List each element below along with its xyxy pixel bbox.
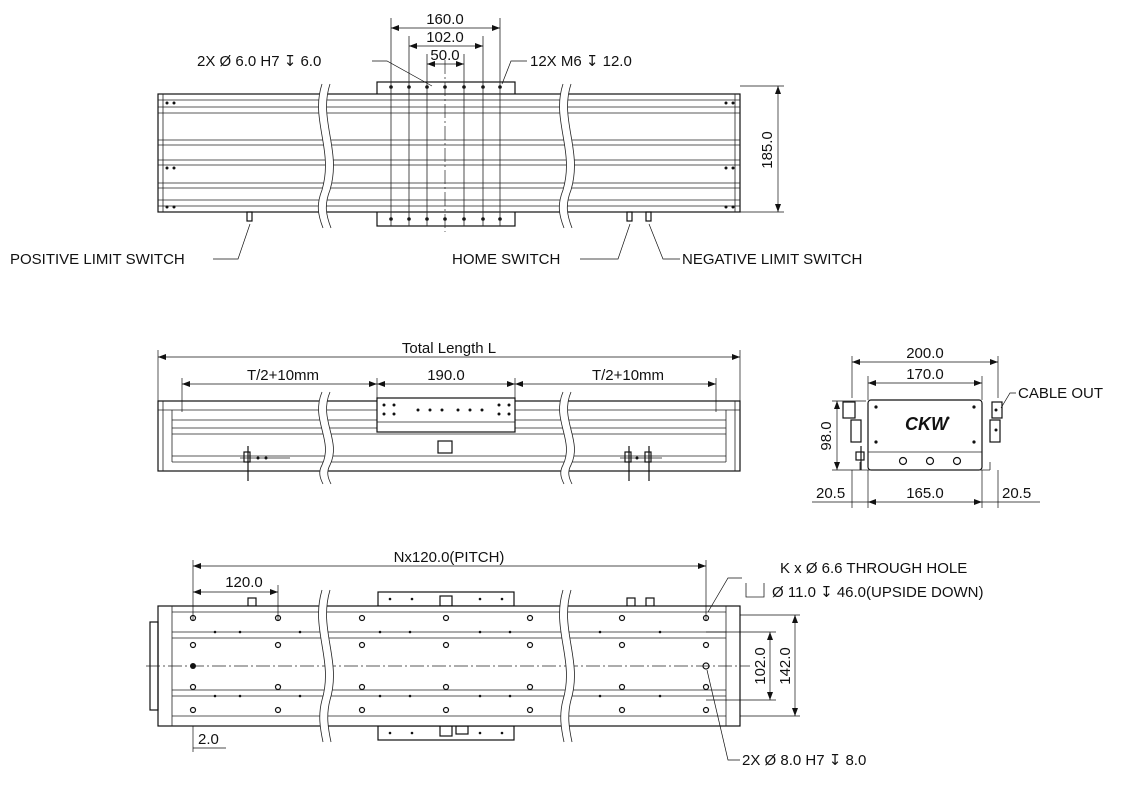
top-dim-102: 102.0 bbox=[426, 29, 464, 46]
end-width-overall: 200.0 bbox=[906, 345, 944, 362]
top-dim-50: 50.0 bbox=[430, 47, 459, 64]
edge-dim: 2.0 bbox=[198, 731, 219, 748]
negative-limit-label: NEGATIVE LIMIT SWITCH bbox=[682, 251, 862, 268]
end-height: 98.0 bbox=[818, 421, 835, 450]
bottom-mounting-holes bbox=[189, 597, 710, 735]
travel-left-label: T/2+10mm bbox=[247, 367, 319, 384]
end-body bbox=[867, 399, 983, 471]
cable-out-label: CABLE OUT bbox=[1018, 385, 1103, 402]
pitch-label: Nx120.0(PITCH) bbox=[394, 549, 505, 566]
side-carriage bbox=[376, 397, 516, 433]
home-switch-label: HOME SWITCH bbox=[452, 251, 560, 268]
top-dowel-callout: 2X Ø 6.0 H7 ↧ 6.0 bbox=[197, 53, 321, 70]
top-width-dim: 185.0 bbox=[759, 131, 776, 169]
top-body bbox=[157, 93, 741, 213]
top-view: 160.0 102.0 50.0 185.0 2X Ø 6.0 H7 ↧ 6.0… bbox=[10, 11, 862, 268]
carriage-length-label: 190.0 bbox=[427, 367, 465, 384]
end-width-inner: 170.0 bbox=[906, 366, 944, 383]
top-dim-160: 160.0 bbox=[426, 11, 464, 28]
bottom-dowel-callout: 2X Ø 8.0 H7 ↧ 8.0 bbox=[742, 752, 866, 769]
hole-callout-2: Ø 11.0 ↧ 46.0(UPSIDE DOWN) bbox=[772, 584, 984, 601]
side-view: Total Length L T/2+10mm 190.0 T/2+10mm bbox=[157, 340, 741, 485]
hole-callout-1: K x Ø 6.6 THROUGH HOLE bbox=[780, 560, 967, 577]
end-view: CKW 200.0 170.0 98.0 20.5 165.0 20.5 CAB… bbox=[812, 345, 1103, 508]
bottom-dim-142: 142.0 bbox=[777, 647, 794, 685]
first-pitch-label: 120.0 bbox=[225, 574, 263, 591]
ckw-logo: CKW bbox=[905, 414, 950, 434]
end-left-offset: 20.5 bbox=[816, 485, 845, 502]
end-right-offset: 20.5 bbox=[1002, 485, 1031, 502]
total-length-label: Total Length L bbox=[402, 340, 496, 357]
end-base-width: 165.0 bbox=[906, 485, 944, 502]
bottom-view: Nx120.0(PITCH) 120.0 102.0 142.0 2.0 K x… bbox=[146, 549, 984, 769]
positive-limit-label: POSITIVE LIMIT SWITCH bbox=[10, 251, 185, 268]
travel-right-label: T/2+10mm bbox=[592, 367, 664, 384]
top-thread-callout: 12X M6 ↧ 12.0 bbox=[530, 53, 632, 70]
bottom-dim-102: 102.0 bbox=[752, 647, 769, 685]
side-switches bbox=[240, 446, 662, 481]
